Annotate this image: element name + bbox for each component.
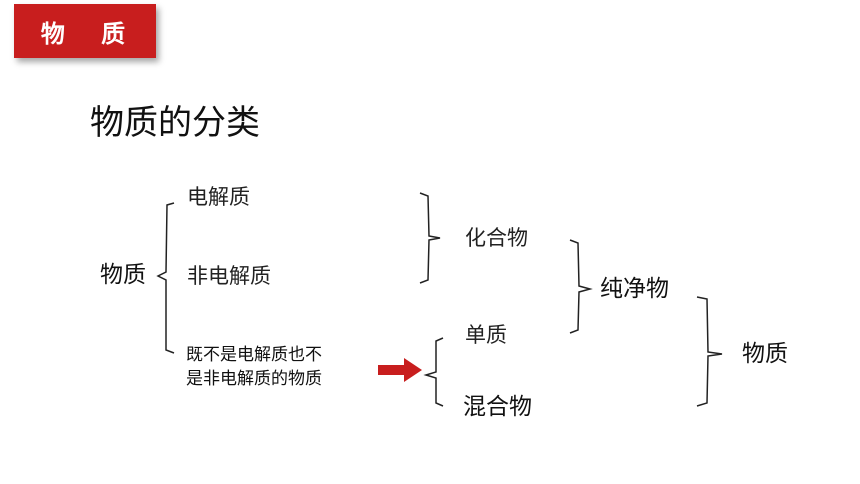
pure-label: 纯净物 bbox=[600, 276, 669, 302]
element-label: 单质 bbox=[465, 323, 507, 347]
neither-label-line1: 既不是电解质也不 bbox=[186, 345, 322, 365]
right-arrow-icon bbox=[378, 358, 422, 382]
matter-label: 物质 bbox=[742, 341, 788, 367]
neither-label-line2: 是非电解质的物质 bbox=[186, 369, 322, 389]
electrolyte-label: 电解质 bbox=[187, 185, 250, 209]
non-electrolyte-label: 非电解质 bbox=[187, 264, 271, 288]
mixture-label: 混合物 bbox=[463, 394, 532, 420]
matter-bracket bbox=[696, 296, 723, 407]
section-tag: 物 质 bbox=[14, 4, 156, 58]
pure-bracket bbox=[569, 239, 593, 334]
element-mixture-bracket bbox=[423, 337, 444, 407]
page-title: 物质的分类 bbox=[90, 103, 260, 143]
compound-bracket bbox=[419, 192, 441, 284]
section-tag-label: 物 质 bbox=[40, 19, 140, 48]
root-label: 物质 bbox=[100, 262, 146, 288]
compound-label: 化合物 bbox=[465, 226, 528, 250]
root-bracket bbox=[156, 202, 175, 354]
